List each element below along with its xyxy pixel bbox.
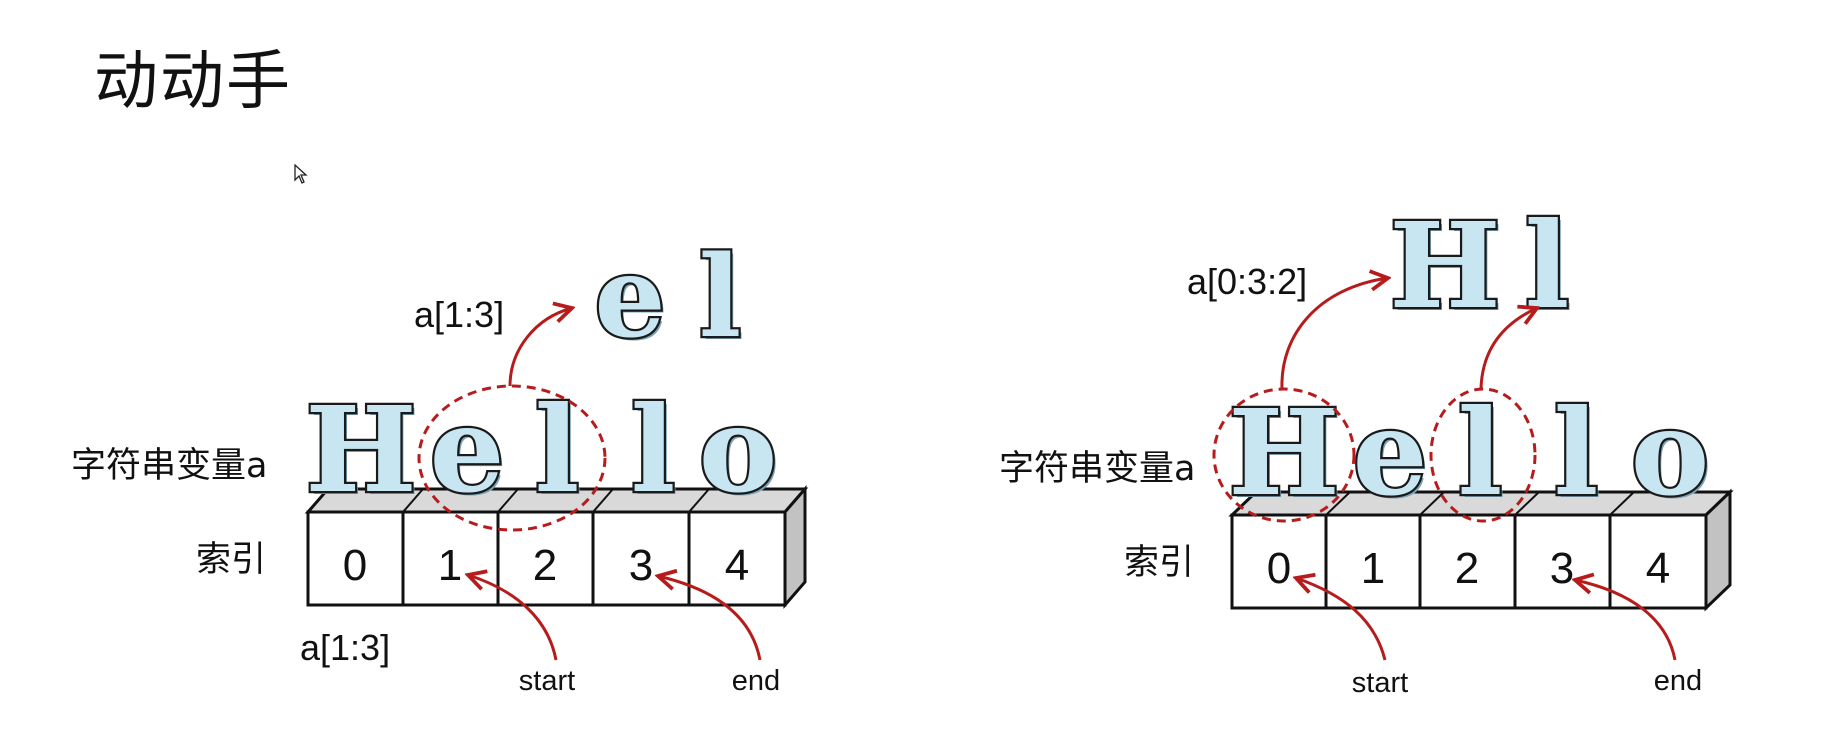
panel-left: 0 1 2 3 4 H H e e l l l l o o e e l l — [71, 230, 809, 697]
letter-H: H — [1228, 383, 1340, 522]
index-boxes — [306, 510, 787, 607]
slice-arrow-l — [1479, 308, 1537, 390]
string-variable-label: 字符串变量a — [999, 449, 1195, 489]
slice-arrow — [508, 308, 572, 387]
index-box-4 — [687, 510, 787, 607]
letter-shadow: o — [702, 383, 781, 522]
index-box-0 — [306, 510, 405, 607]
index-digit: 4 — [1646, 544, 1670, 593]
selection-ellipse-h — [1212, 387, 1356, 523]
result-letter-shadow: H — [1392, 199, 1504, 338]
letter-l: l — [535, 380, 580, 519]
result-letter-H: H — [1389, 196, 1501, 335]
letter-shadow: e — [432, 383, 507, 522]
letter-l: l — [1554, 383, 1599, 522]
result-letter-l: l — [1525, 196, 1570, 335]
slice-expression: a[1:3] — [414, 294, 504, 335]
word-letters: H H e e l l l l o o — [303, 378, 781, 522]
letter-e: e — [1352, 383, 1427, 522]
letter-l: l — [1458, 383, 1503, 522]
result-letter-shadow: e — [597, 235, 668, 366]
index-box-2 — [1418, 513, 1517, 610]
letter-shadow: e — [1355, 386, 1430, 525]
index-box-2 — [496, 510, 595, 607]
word-letters: H H e e l l l l o o — [1226, 381, 1713, 525]
index-digit: 2 — [1455, 544, 1479, 593]
result-letter-l: l — [699, 232, 742, 363]
end-arrow — [1575, 580, 1677, 661]
mouse-pointer-icon — [294, 164, 308, 184]
letter-shadow: H — [1231, 386, 1343, 525]
start-arrow — [1296, 578, 1387, 661]
index-digit: 2 — [533, 541, 557, 590]
selection-ellipse-l — [1429, 387, 1537, 523]
index-digit: 0 — [343, 541, 367, 590]
result-letters: H H l l — [1387, 194, 1572, 338]
page-title: 动动手 — [94, 45, 292, 119]
index-digit: 3 — [629, 541, 653, 590]
end-label: end — [1654, 665, 1702, 697]
start-label: start — [1352, 667, 1408, 699]
index-box-side — [783, 484, 807, 610]
letter-shadow: H — [308, 383, 420, 522]
index-box-1 — [1324, 513, 1422, 610]
slice-expression: a[0:3:2] — [1187, 261, 1307, 302]
index-digit: 0 — [1267, 544, 1291, 593]
start-arrow — [468, 575, 558, 661]
index-label: 索引 — [1124, 543, 1194, 583]
result-letter-e: e — [594, 232, 665, 363]
letter-e: e — [429, 380, 504, 519]
letter-l: l — [631, 380, 676, 519]
letter-shadow: l — [634, 383, 679, 522]
letter-H: H — [305, 380, 417, 519]
letter-shadow: l — [1557, 386, 1602, 525]
index-label: 索引 — [196, 540, 266, 580]
letter-o: o — [1631, 383, 1710, 522]
letter-o: o — [699, 380, 778, 519]
letter-shadow: l — [1461, 386, 1506, 525]
start-label: start — [519, 665, 575, 697]
result-letters: e e l l — [592, 230, 745, 366]
result-letter-shadow: l — [702, 235, 745, 366]
box-top-dividers — [402, 488, 710, 513]
slice-arrow-h — [1280, 278, 1388, 390]
index-digit: 4 — [725, 541, 749, 590]
letter-shadow: o — [1634, 386, 1713, 525]
box-top-dividers — [1325, 491, 1635, 516]
selection-ellipse — [417, 384, 607, 532]
end-label: end — [732, 665, 780, 697]
index-digit: 1 — [438, 541, 462, 590]
panel-right: 0 1 2 3 4 H H e e l l l l o o H H l l 字符 — [999, 194, 1734, 699]
end-arrow — [658, 576, 762, 661]
slice-expression-below: a[1:3] — [300, 627, 390, 668]
index-digit: 1 — [1361, 544, 1385, 593]
string-variable-label: 字符串变量a — [71, 446, 267, 486]
index-digit: 3 — [1550, 544, 1574, 593]
index-box-4 — [1608, 513, 1708, 610]
